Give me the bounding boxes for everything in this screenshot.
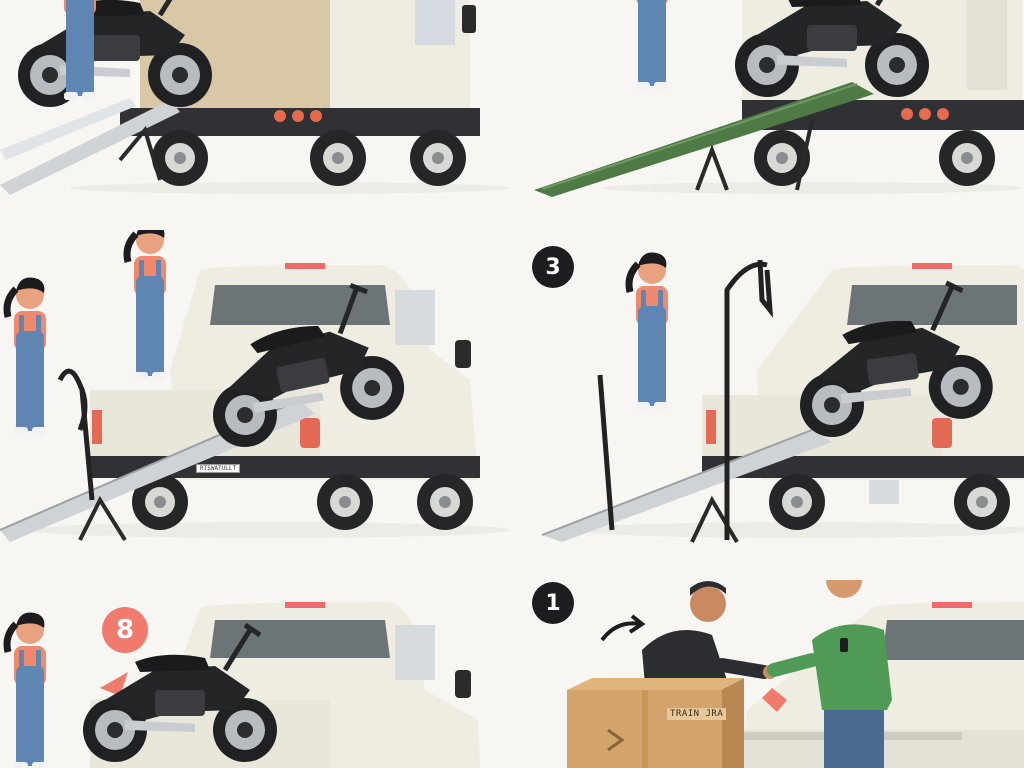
panel-illustration: [541, 230, 1024, 544]
panel-box-truck-ramp-push: [0, 0, 512, 200]
panel-illustration: [0, 0, 510, 195]
license-plate: RTSWATULLT: [196, 464, 241, 473]
panel-pickup-loaded-motorcycle: 8: [0, 580, 512, 768]
panel-pickup-ramp-hook-pole: 3: [512, 230, 1024, 550]
step-badge-8: 8: [102, 607, 148, 653]
panel-illustration: [534, 0, 1024, 197]
panel-pickup-ramp-two-women: RTSWATULLT: [0, 230, 512, 550]
step-badge-3: 3: [532, 246, 574, 288]
panel-illustration: [0, 602, 480, 768]
panel-illustration: [567, 580, 1024, 768]
panel-box-truck-green-ramp: [512, 0, 1024, 200]
box-label: TRAIN JRA: [667, 708, 727, 720]
panel-illustration: [0, 230, 510, 542]
step-badge-1: 1: [532, 582, 574, 624]
panel-box-handover: 1 TRAIN JRA: [512, 580, 1024, 768]
